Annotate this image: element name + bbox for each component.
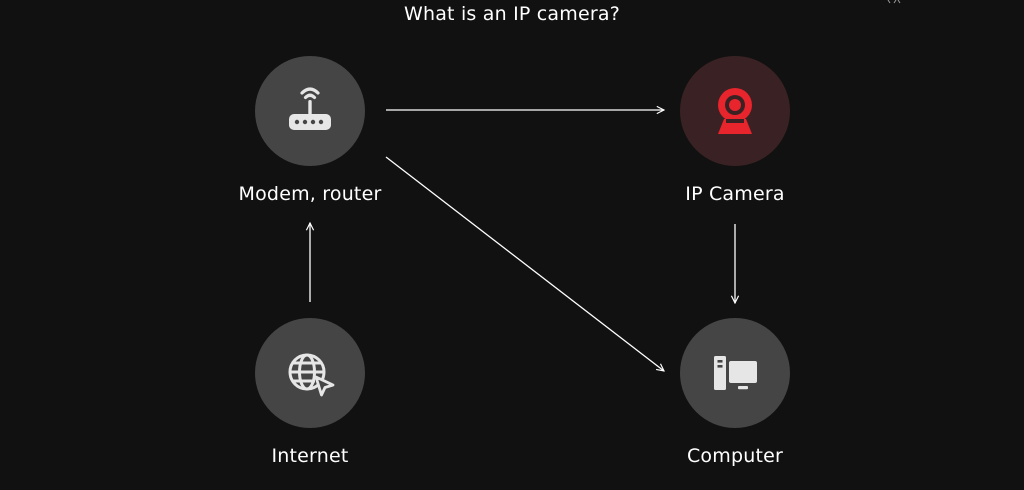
modem-router-node xyxy=(255,56,365,166)
internet-node xyxy=(255,318,365,428)
corner-mark xyxy=(887,0,901,4)
ip-camera-icon xyxy=(718,88,752,134)
diagram-title: What is an IP camera? xyxy=(403,3,621,25)
ip-camera-label: IP Camera xyxy=(685,183,785,205)
router-icon xyxy=(289,87,331,130)
computer-node xyxy=(680,318,790,428)
computer-icon xyxy=(714,356,757,390)
modem-router-label: Modem, router xyxy=(238,183,382,205)
globe-cursor-icon xyxy=(288,353,335,397)
internet-label: Internet xyxy=(271,445,349,467)
computer-label: Computer xyxy=(686,445,784,467)
ip-camera-node xyxy=(680,56,790,166)
arrow-modem-to-computer xyxy=(385,156,664,371)
